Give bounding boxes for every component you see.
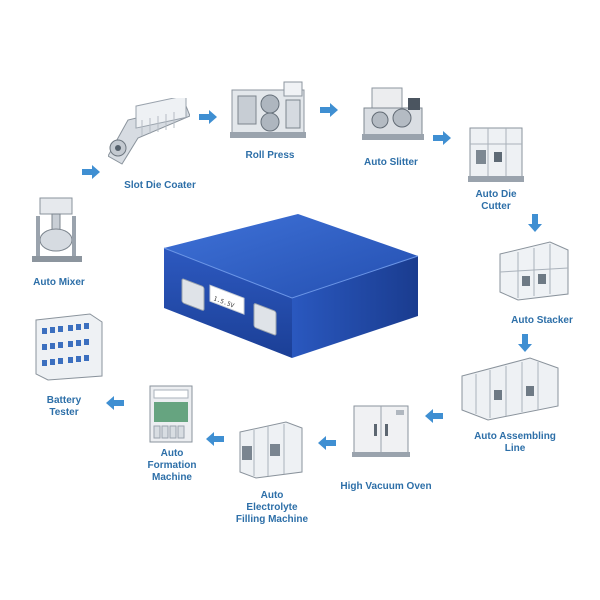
auto-assembling-line-machine bbox=[460, 356, 560, 422]
arrow-left-icon bbox=[206, 432, 224, 446]
arrow-right-icon bbox=[199, 110, 217, 124]
label-roll-press: Roll Press bbox=[245, 150, 295, 161]
terminal-left bbox=[181, 278, 205, 311]
arrow-left-icon bbox=[106, 396, 124, 410]
label-auto-stacker: Auto Stacker bbox=[511, 315, 573, 326]
auto-die-cutter-machine bbox=[466, 124, 526, 184]
arrow-down-icon bbox=[518, 334, 532, 352]
auto-stacker-machine bbox=[496, 238, 572, 304]
auto-mixer-machine bbox=[30, 196, 86, 264]
label-auto-slitter: Auto Slitter bbox=[364, 157, 418, 168]
label-auto-mixer: Auto Mixer bbox=[33, 277, 85, 288]
label-auto-formation-machine: Auto Formation Machine bbox=[147, 448, 197, 483]
arrow-right-icon bbox=[82, 165, 100, 179]
label-slot-die-coater: Slot Die Coater bbox=[124, 180, 196, 191]
high-vacuum-oven-machine bbox=[350, 402, 412, 460]
arrow-right-icon bbox=[433, 131, 451, 145]
auto-formation-machine bbox=[146, 384, 196, 446]
label-auto-die-cutter: Auto Die Cutter bbox=[475, 189, 517, 212]
auto-electrolyte-filling-machine bbox=[236, 418, 306, 482]
arrow-down-icon bbox=[528, 214, 542, 232]
prismatic-battery-cell: 1.5.5V bbox=[160, 212, 422, 360]
arrow-right-icon bbox=[320, 103, 338, 117]
label-battery-tester: Battery Tester bbox=[46, 395, 82, 418]
arrow-left-icon bbox=[425, 409, 443, 423]
label-auto-electrolyte-filling-machine: Auto Electrolyte Filling Machine bbox=[235, 490, 309, 525]
label-high-vacuum-oven: High Vacuum Oven bbox=[340, 481, 432, 492]
label-auto-assembling-line: Auto Assembling Line bbox=[474, 431, 556, 454]
battery-tester-machine bbox=[34, 312, 104, 382]
roll-press-machine bbox=[228, 78, 310, 142]
terminal-right bbox=[253, 303, 277, 336]
slot-die-coater-machine bbox=[107, 94, 191, 168]
arrow-left-icon bbox=[318, 436, 336, 450]
auto-slitter-machine bbox=[358, 84, 428, 144]
